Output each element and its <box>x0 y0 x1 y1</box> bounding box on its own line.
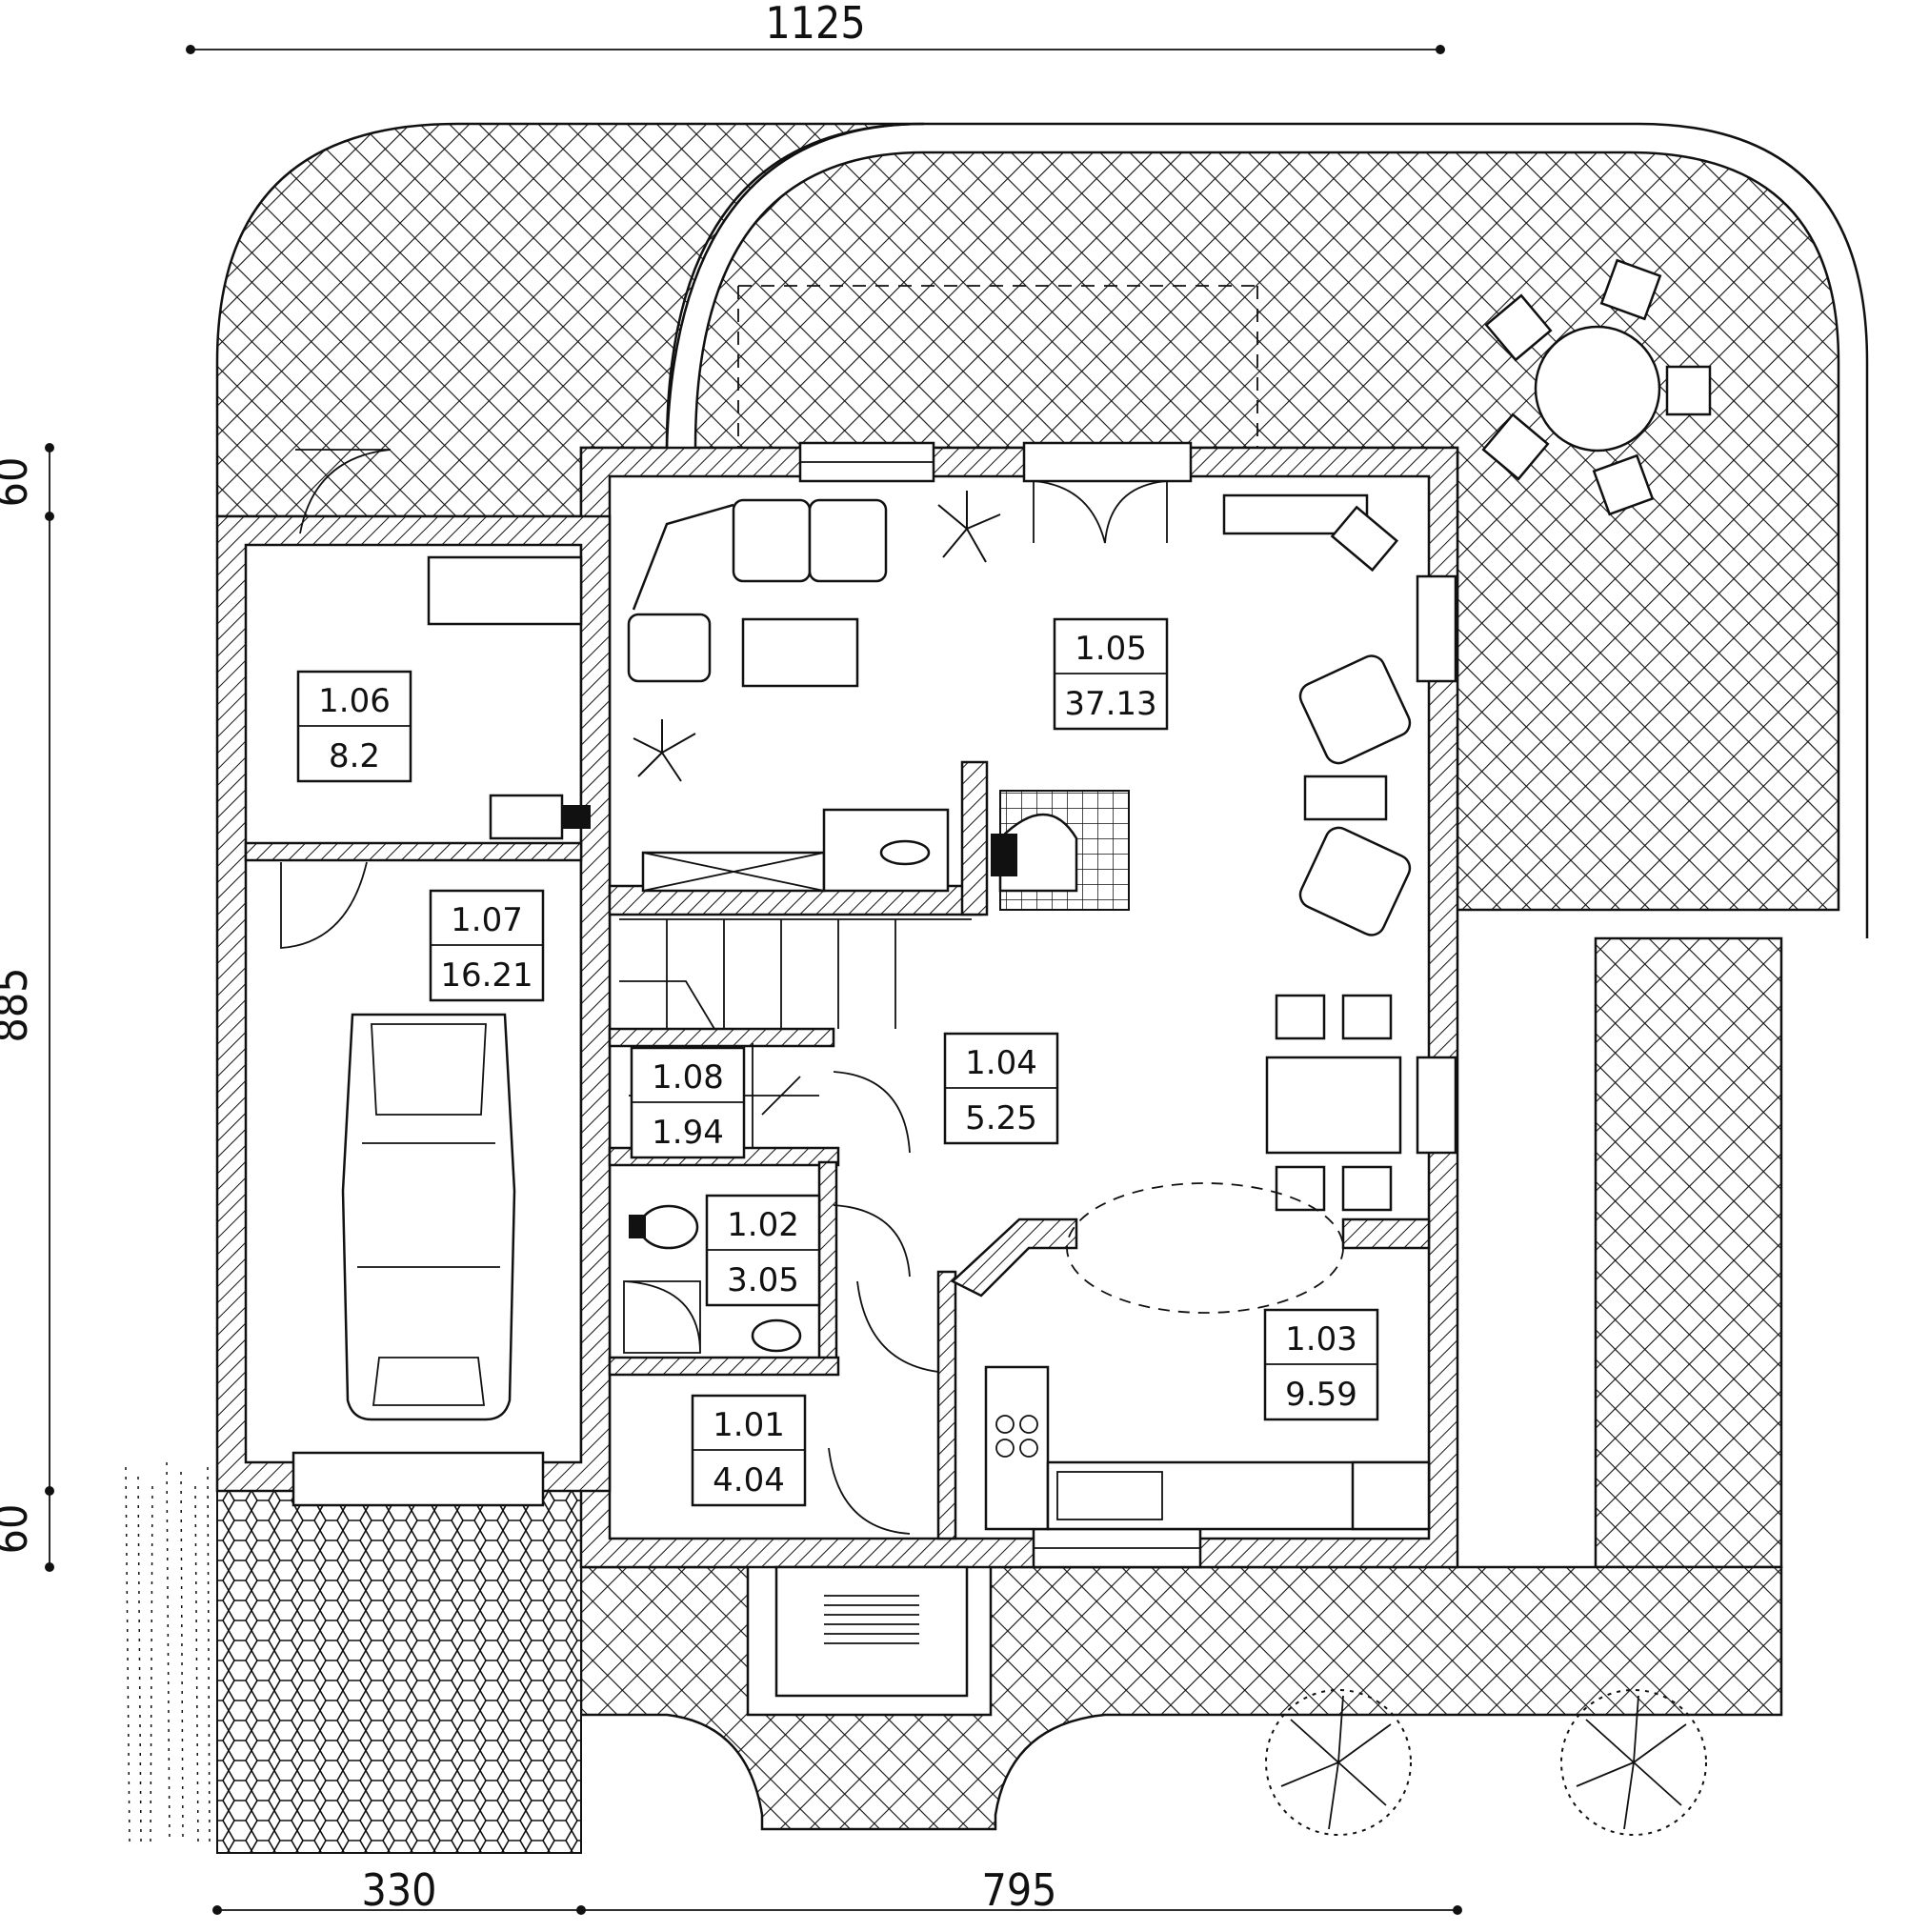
dimension-left-main: 885 <box>0 968 37 1043</box>
room-label-1-05: 1.05 37.13 <box>1053 617 1169 731</box>
tree-2 <box>1560 1689 1707 1836</box>
room-label-1-01: 1.01 4.04 <box>691 1394 807 1507</box>
room-number: 1.02 <box>727 1206 799 1244</box>
room-area: 8.2 <box>329 737 380 775</box>
terrace-east-path <box>1594 936 1783 1569</box>
windows <box>291 441 1457 1569</box>
plant-2 <box>633 719 696 782</box>
kitchen-fixtures <box>984 1365 1431 1531</box>
grass-strip <box>125 1461 211 1844</box>
room-area: 1.94 <box>652 1114 724 1152</box>
room-number: 1.01 <box>713 1406 785 1444</box>
room-number: 1.03 <box>1285 1320 1357 1358</box>
building-walls <box>215 446 1459 1569</box>
dimension-lines: 1125 60 885 60 330 795 <box>0 0 1462 1916</box>
room-label-1-08: 1.08 1.94 <box>630 1046 746 1159</box>
room-area: 9.59 <box>1285 1376 1357 1414</box>
tree-1 <box>1265 1689 1412 1836</box>
room-label-1-07: 1.07 16.21 <box>429 889 545 1002</box>
room-area: 4.04 <box>713 1461 785 1499</box>
driveway-paving <box>216 1490 582 1854</box>
plant-1 <box>937 491 1001 563</box>
wc-fixtures <box>623 1204 802 1354</box>
room-number: 1.08 <box>652 1058 724 1097</box>
entrance-steps <box>774 1565 969 1698</box>
living-furniture <box>627 491 1412 1314</box>
room-area: 16.21 <box>440 956 533 995</box>
room-label-1-06: 1.06 8.2 <box>296 670 412 783</box>
dimension-left-top: 60 <box>0 457 37 508</box>
room-area: 5.25 <box>965 1099 1037 1137</box>
dimension-bottom-right: 795 <box>982 1864 1057 1916</box>
room-label-1-04: 1.04 5.25 <box>943 1032 1059 1145</box>
doors <box>280 449 1168 1535</box>
dimension-bottom-left: 330 <box>362 1864 437 1916</box>
room-labels: 1.01 4.04 1.02 3.05 1.03 9.59 1.04 5.25 … <box>296 617 1379 1507</box>
room-label-1-03: 1.03 9.59 <box>1263 1308 1379 1421</box>
patio-table-set <box>1481 258 1712 516</box>
room-number: 1.04 <box>965 1044 1037 1082</box>
pergola-outline <box>737 285 1258 448</box>
room-label-1-02: 1.02 3.05 <box>705 1194 821 1307</box>
garage-contents <box>341 555 591 1421</box>
room-number: 1.06 <box>318 682 391 720</box>
room-number: 1.07 <box>451 901 523 939</box>
dimension-top-total: 1125 <box>765 0 865 49</box>
room-number: 1.05 <box>1075 630 1147 668</box>
dimension-left-bottom: 60 <box>0 1504 37 1555</box>
room-area: 37.13 <box>1064 685 1156 723</box>
car-icon <box>341 1013 516 1421</box>
room-area: 3.05 <box>727 1261 799 1299</box>
